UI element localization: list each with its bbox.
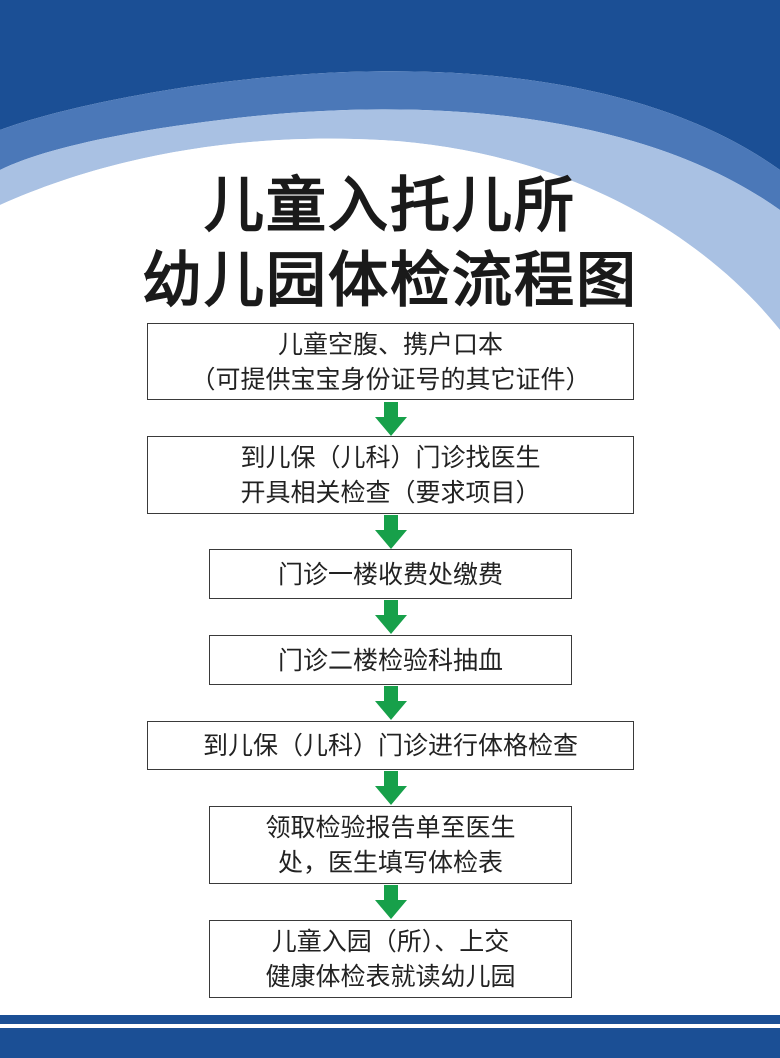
down-arrow-icon [375,686,407,720]
flow-step-5: 到儿保（儿科）门诊进行体格检查 [147,721,634,770]
flow-step-1-line-1: 儿童空腹、携户口本 [277,329,503,359]
down-arrow-icon [375,402,407,436]
flow-step-2-line-2: 开具相关检查（要求项目） [240,478,541,507]
down-arrow-icon [375,771,407,805]
flow-step-7-line-1: 儿童入园（所）、上交 [271,927,510,956]
down-arrow-icon [375,885,407,919]
flow-step-6: 领取检验报告单至医生 处，医生填写体检表 [209,806,572,884]
flow-step-3-line-1: 门诊一楼收费处缴费 [277,559,503,589]
flow-step-6-line-2: 处，医生填写体检表 [277,848,503,877]
header-background [0,0,780,330]
bottom-band-thin [0,1015,780,1024]
flow-step-4: 门诊二楼检验科抽血 [209,635,572,685]
bottom-band-thick [0,1028,780,1058]
flow-step-2: 到儿保（儿科）门诊找医生 开具相关检查（要求项目） [147,436,634,514]
flow-step-2-line-1: 到儿保（儿科）门诊找医生 [240,443,541,472]
flow-step-5-line-1: 到儿保（儿科）门诊进行体格检查 [202,731,578,760]
flow-step-7: 儿童入园（所）、上交 健康体检表就读幼儿园 [209,920,572,998]
title-line-2: 幼儿园体检流程图 [142,246,638,316]
down-arrow-icon [375,600,407,634]
flow-step-4-line-1: 门诊二楼检验科抽血 [277,645,503,675]
flow-step-3: 门诊一楼收费处缴费 [209,549,572,599]
flow-step-1-line-2: （可提供宝宝身份证号的其它证件） [190,364,591,394]
flow-step-6-line-1: 领取检验报告单至医生 [265,813,516,842]
down-arrow-icon [375,515,407,549]
title-line-1: 儿童入托儿所 [204,171,576,241]
flow-step-1: 儿童空腹、携户口本 （可提供宝宝身份证号的其它证件） [147,323,634,400]
flow-step-7-line-2: 健康体检表就读幼儿园 [265,962,516,991]
